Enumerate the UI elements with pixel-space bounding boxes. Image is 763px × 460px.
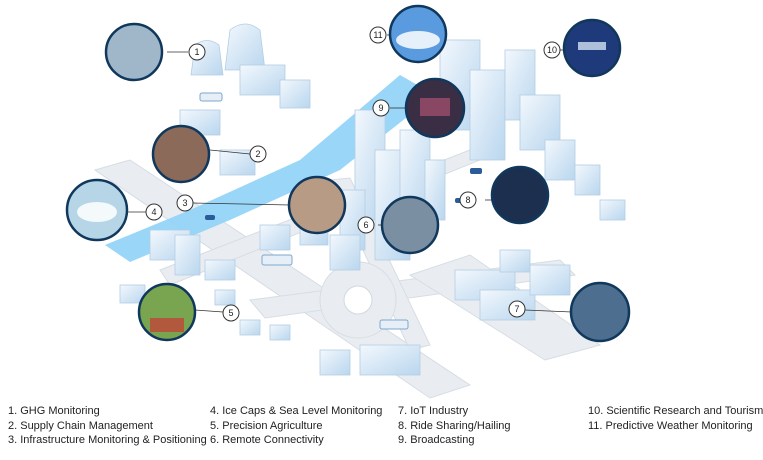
infrastructure-photo bbox=[287, 175, 347, 235]
svg-text:5: 5 bbox=[228, 308, 233, 318]
legend-item: 6. Remote Connectivity bbox=[210, 434, 324, 446]
svg-text:11: 11 bbox=[373, 30, 382, 40]
supply-chain-photo bbox=[151, 124, 211, 184]
legend-item: 1. GHG Monitoring bbox=[8, 405, 100, 417]
marker-9: 9 bbox=[372, 99, 390, 117]
marker-1: 1 bbox=[188, 43, 206, 61]
svg-text:3: 3 bbox=[182, 198, 187, 208]
legend-column-4: 10. Scientific Research and Tourism 11. … bbox=[588, 404, 763, 433]
marker-3: 3 bbox=[176, 194, 194, 212]
roundabout-center bbox=[343, 285, 373, 315]
leader-lines bbox=[128, 34, 573, 313]
marker-11: 11 bbox=[369, 26, 387, 44]
svg-text:10: 10 bbox=[547, 45, 557, 55]
marker-6: 6 bbox=[357, 216, 375, 234]
svg-text:8: 8 bbox=[465, 195, 470, 205]
marker-10: 10 bbox=[543, 41, 561, 59]
legend-item: 8. Ride Sharing/Hailing bbox=[398, 419, 511, 432]
ride-sharing-photo bbox=[490, 165, 550, 225]
svg-text:9: 9 bbox=[378, 103, 383, 113]
svg-text:4: 4 bbox=[151, 207, 156, 217]
svg-text:6: 6 bbox=[363, 220, 368, 230]
photo-accents bbox=[77, 31, 606, 332]
marker-7: 7 bbox=[508, 300, 526, 318]
legend-item: 2. Supply Chain Management bbox=[8, 419, 153, 432]
legend-item: 4. Ice Caps & Sea Level Monitoring bbox=[210, 405, 383, 417]
number-markers: 1 2 3 4 5 6 7 8 9 10 11 bbox=[145, 26, 561, 322]
river bbox=[105, 75, 435, 262]
legend-column-1: 1. GHG Monitoring 2. Supply Chain Manage… bbox=[8, 404, 207, 448]
legend-item: 10. Scientific Research and Tourism bbox=[588, 405, 763, 417]
remote-connectivity-photo bbox=[380, 195, 440, 255]
iot-industry-photo bbox=[569, 281, 631, 343]
legend-item: 5. Precision Agriculture bbox=[210, 419, 323, 432]
legend-item: 7. IoT Industry bbox=[398, 405, 469, 417]
marker-4: 4 bbox=[145, 203, 163, 221]
marker-8: 8 bbox=[459, 191, 477, 209]
legend-column-2: 4. Ice Caps & Sea Level Monitoring 5. Pr… bbox=[210, 404, 382, 448]
legend: 1. GHG Monitoring 2. Supply Chain Manage… bbox=[0, 404, 763, 460]
legend-item: 3. Infrastructure Monitoring & Positioni… bbox=[8, 434, 207, 446]
smart-city-illustration: 1 2 3 4 5 6 7 8 9 10 11 bbox=[65, 4, 631, 399]
svg-text:7: 7 bbox=[514, 304, 519, 314]
ghg-monitoring-photo bbox=[104, 22, 164, 82]
legend-item: 9. Broadcasting bbox=[398, 434, 475, 446]
marker-5: 5 bbox=[222, 304, 240, 322]
svg-text:1: 1 bbox=[194, 47, 199, 57]
legend-column-3: 7. IoT Industry 8. Ride Sharing/Hailing … bbox=[398, 404, 511, 448]
svg-text:2: 2 bbox=[255, 149, 260, 159]
legend-item: 11. Predictive Weather Monitoring bbox=[588, 419, 753, 432]
marker-2: 2 bbox=[249, 145, 267, 163]
